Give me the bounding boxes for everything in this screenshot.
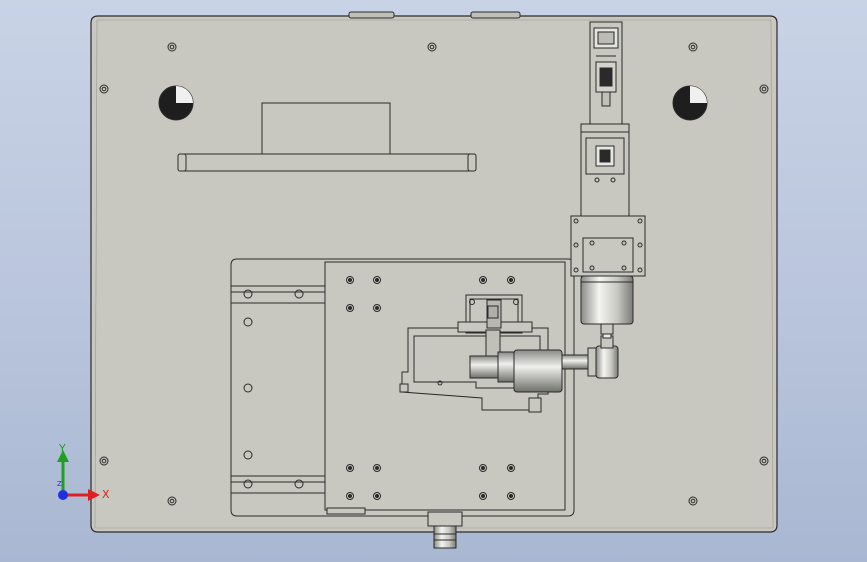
z-axis-label: Z: [57, 480, 62, 488]
mount-hole-right: [672, 85, 708, 121]
plate-screws: [99, 42, 769, 506]
y-axis-label: Y: [58, 442, 66, 455]
y-axis-arrow: [57, 450, 69, 495]
table-screws: [346, 276, 515, 500]
screw: [99, 42, 769, 506]
mount-hole-left: [158, 85, 194, 121]
x-axis-label: X: [102, 488, 110, 501]
top-bracket[interactable]: [177, 102, 477, 172]
coordinate-triad: Y X Z: [57, 442, 110, 501]
bottom-connector[interactable]: [427, 511, 463, 549]
z-axis-dot: [58, 490, 68, 500]
x-axis-arrow: [63, 489, 100, 501]
vertical-actuator[interactable]: [570, 21, 646, 335]
horizontal-cylinder[interactable]: [469, 347, 597, 393]
